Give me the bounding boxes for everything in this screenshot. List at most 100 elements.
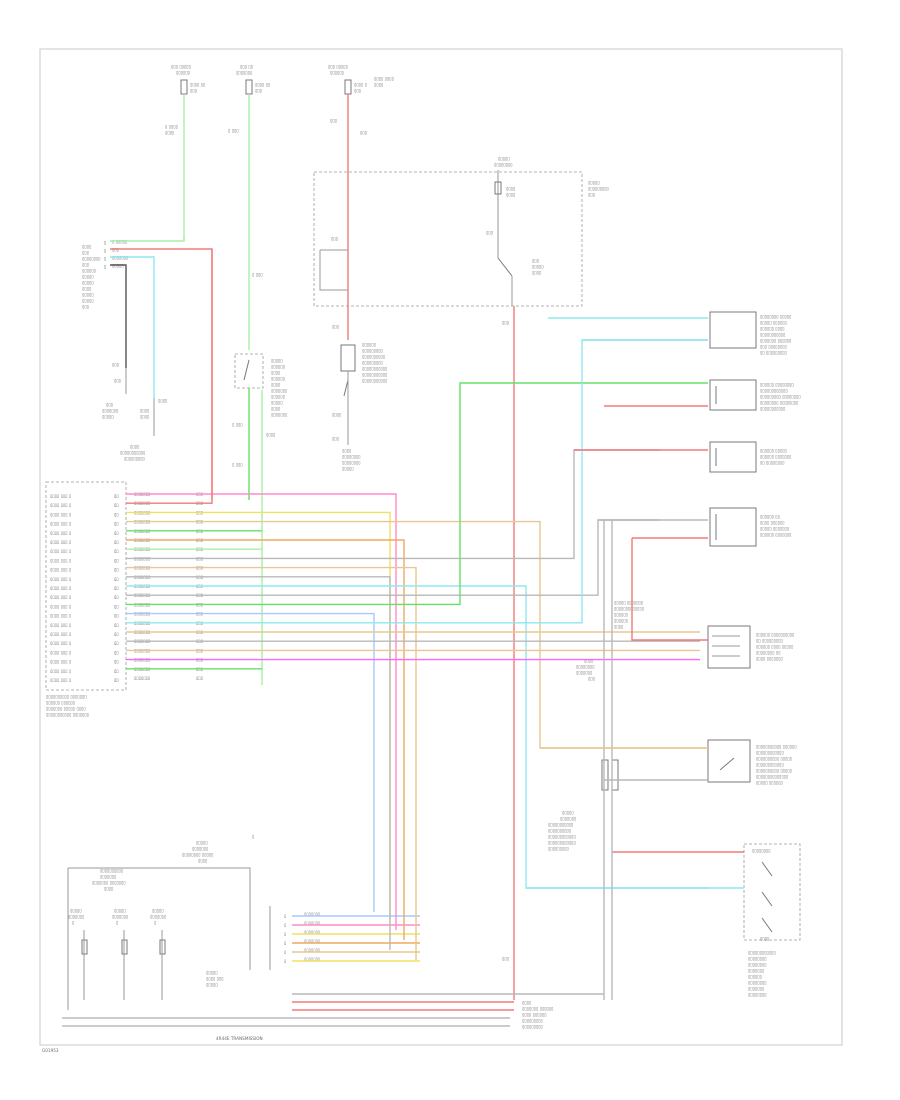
svg-text:▯▯▯▯▯▯▯▯▯▯▯▯: ▯▯▯▯▯▯▯▯▯▯▯▯ (748, 950, 776, 955)
svg-text:▯▯▯▯▯▯▯▯ ▯▯▯▯▯▯▯▯: ▯▯▯▯▯▯▯▯ ▯▯▯▯▯▯▯▯ (760, 400, 798, 405)
pcm-pin-number: ▯▯ (114, 632, 119, 637)
svg-text:▯▯▯▯: ▯▯▯▯ (522, 1000, 531, 1005)
svg-text:▯: ▯ (104, 240, 106, 245)
svg-text:▯▯▯▯▯▯▯: ▯▯▯▯▯▯▯ (102, 408, 118, 413)
svg-text:▯▯▯▯▯▯▯▯▯: ▯▯▯▯▯▯▯▯▯ (522, 1018, 543, 1023)
svg-text:▯▯▯ ▯▯▯▯▯: ▯▯▯ ▯▯▯▯▯ (171, 64, 191, 69)
svg-text:▯▯▯▯: ▯▯▯▯ (584, 658, 593, 663)
pcm-pin-number: ▯▯ (114, 604, 119, 609)
svg-text:▯▯▯▯: ▯▯▯▯ (158, 398, 167, 403)
connector-label: 4R44E TRANSMISSION (216, 1036, 263, 1041)
svg-text:▯▯▯: ▯▯▯ (332, 324, 339, 329)
svg-text:▯ ▯▯▯: ▯ ▯▯▯ (232, 422, 243, 427)
svg-text:▯▯▯▯▯▯: ▯▯▯▯▯▯ (271, 394, 285, 399)
bottom-pin-number: ▯ (284, 959, 286, 964)
pcm-pin-number: ▯▯ (114, 586, 119, 591)
svg-text:▯▯▯▯: ▯▯▯▯ (342, 448, 351, 453)
bottom-pin-wire: ▯▯▯▯▯▯▯ (304, 957, 320, 962)
pcm-wire (126, 539, 405, 940)
pcm-pin-label: ▯▯▯▯ ▯▯▯ ▯ (50, 604, 71, 609)
svg-text:▯▯▯: ▯▯▯ (112, 362, 119, 367)
svg-text:▯▯▯▯▯▯▯▯▯: ▯▯▯▯▯▯▯▯▯ (548, 846, 569, 851)
pcm-pin-number: ▯▯ (114, 521, 119, 526)
svg-text:▯▯▯▯▯▯▯▯▯ ▯▯▯▯▯▯▯▯: ▯▯▯▯▯▯▯▯▯ ▯▯▯▯▯▯▯▯ (760, 394, 801, 399)
pcm-pin-label: ▯▯▯▯ ▯▯▯ ▯ (50, 494, 71, 499)
svg-text:▯▯▯▯ ▯▯▯▯▯▯: ▯▯▯▯ ▯▯▯▯▯▯ (760, 520, 784, 525)
pcm-pin-label: ▯▯▯▯ ▯▯▯ ▯ (50, 632, 71, 637)
svg-text:▯: ▯ (154, 920, 156, 925)
pcm-pin-label: ▯▯▯▯ ▯▯▯ ▯ (50, 567, 71, 572)
pcm-wire (126, 493, 397, 930)
svg-text:▯▯▯▯▯: ▯▯▯▯▯ (206, 982, 218, 987)
svg-text:▯▯▯▯: ▯▯▯▯ (198, 858, 207, 863)
pcm-pin-number: ▯▯ (114, 576, 119, 581)
svg-text:▯▯▯▯ ▯▯: ▯▯▯▯ ▯▯ (190, 82, 205, 87)
pcm-pin-label: ▯▯▯▯ ▯▯▯ ▯ (50, 668, 71, 673)
pcm-pin-label: ▯▯▯▯ ▯▯▯ ▯ (50, 641, 71, 646)
svg-text:▯▯▯▯▯▯▯ ▯▯▯▯▯▯: ▯▯▯▯▯▯▯ ▯▯▯▯▯▯ (760, 338, 791, 343)
pcm-pin-number: ▯▯ (114, 595, 119, 600)
svg-text:▯▯▯▯▯▯ ▯▯▯▯▯: ▯▯▯▯▯▯ ▯▯▯▯▯ (760, 448, 787, 453)
pcm-pin-number: ▯▯ (114, 549, 119, 554)
svg-text:▯▯ ▯▯▯▯▯▯▯▯▯: ▯▯ ▯▯▯▯▯▯▯▯▯ (756, 638, 783, 643)
svg-text:▯▯▯▯▯▯▯▯▯▯▯▯: ▯▯▯▯▯▯▯▯▯▯▯▯ (548, 834, 576, 839)
svg-text:▯▯▯▯▯▯▯▯▯: ▯▯▯▯▯▯▯▯▯ (362, 360, 383, 365)
svg-text:▯▯▯▯▯▯▯▯▯▯▯▯▯: ▯▯▯▯▯▯▯▯▯▯▯▯▯ (614, 606, 644, 611)
pcm-pin-label: ▯▯▯▯ ▯▯▯ ▯ (50, 576, 71, 581)
svg-text:▯▯▯: ▯▯▯ (588, 676, 595, 681)
svg-text:▯▯▯▯▯▯▯▯: ▯▯▯▯▯▯▯▯ (748, 962, 766, 967)
svg-text:▯▯▯▯: ▯▯▯▯ (506, 186, 515, 191)
svg-text:▯▯▯: ▯▯▯ (332, 436, 339, 441)
left-ground-2: ▯▯▯▯ ▯▯▯▯ (140, 408, 149, 419)
svg-text:▯▯▯▯▯▯▯: ▯▯▯▯▯▯▯ (576, 670, 592, 675)
svg-text:▯▯▯▯▯: ▯▯▯▯▯ (114, 908, 126, 913)
pcm-pin-label: ▯▯▯▯ ▯▯▯ ▯ (50, 595, 71, 600)
svg-text:▯▯▯▯▯▯▯▯▯: ▯▯▯▯▯▯▯▯▯ (124, 456, 145, 461)
svg-text:▯▯▯▯▯▯ ▯▯▯▯▯▯▯: ▯▯▯▯▯▯ ▯▯▯▯▯▯▯ (760, 454, 791, 459)
svg-text:▯: ▯ (104, 264, 106, 269)
diagram-frame (39, 48, 843, 1046)
svg-text:▯▯▯▯▯▯▯▯▯▯▯: ▯▯▯▯▯▯▯▯▯▯▯ (362, 366, 387, 371)
svg-text:▯▯▯: ▯▯▯ (330, 118, 337, 123)
svg-text:▯: ▯ (104, 256, 106, 261)
svg-text:▯▯▯▯▯▯▯▯▯▯▯▯: ▯▯▯▯▯▯▯▯▯▯▯▯ (548, 840, 576, 845)
svg-text:▯▯▯▯▯▯▯▯▯▯▯ ▯▯▯▯▯▯▯: ▯▯▯▯▯▯▯▯▯▯▯ ▯▯▯▯▯▯▯ (46, 712, 89, 717)
svg-text:▯▯▯▯▯▯: ▯▯▯▯▯▯ (614, 612, 628, 617)
svg-text:▯▯▯▯▯▯▯▯▯▯ ▯▯▯▯▯: ▯▯▯▯▯▯▯▯▯▯ ▯▯▯▯▯ (756, 756, 792, 761)
svg-text:▯▯▯▯▯▯▯▯▯▯▯▯: ▯▯▯▯▯▯▯▯▯▯▯▯ (756, 750, 784, 755)
pcm-pin-label: ▯▯▯▯ ▯▯▯ ▯ (50, 558, 71, 563)
pcm-pin-label: ▯▯▯▯ ▯▯▯ ▯ (50, 678, 71, 683)
svg-text:▯▯▯▯: ▯▯▯▯ (140, 414, 149, 419)
svg-text:▯▯▯▯▯: ▯▯▯▯▯ (102, 414, 114, 419)
svg-text:▯▯▯▯▯ ▯▯▯▯▯▯: ▯▯▯▯▯ ▯▯▯▯▯▯ (756, 780, 783, 785)
svg-text:▯▯▯▯▯: ▯▯▯▯▯ (562, 810, 574, 815)
svg-text:▯▯▯▯: ▯▯▯▯ (374, 82, 383, 87)
svg-text:▯▯▯▯: ▯▯▯▯ (82, 244, 91, 249)
svg-text:▯▯▯▯▯: ▯▯▯▯▯ (532, 264, 544, 269)
pcm-pin-number: ▯▯ (114, 540, 119, 545)
svg-text:▯▯▯▯: ▯▯▯▯ (130, 444, 139, 449)
svg-text:▯ ▯▯▯: ▯ ▯▯▯ (228, 128, 239, 133)
svg-text:▯▯▯▯▯▯: ▯▯▯▯▯▯ (614, 618, 628, 623)
pcm-wire (126, 576, 391, 950)
bottom-pin-wire: ▯▯▯▯▯▯▯ (304, 939, 320, 944)
pcm-pin-label: ▯▯▯▯ ▯▯▯ ▯ (50, 503, 71, 508)
svg-text:▯▯▯▯▯▯▯▯▯▯: ▯▯▯▯▯▯▯▯▯▯ (362, 354, 385, 359)
svg-text:▯▯▯▯▯▯▯▯ ▯▯: ▯▯▯▯▯▯▯▯ ▯▯ (756, 650, 780, 655)
transmission-range-sensor: ▯▯▯▯▯▯ ▯▯ ▯▯▯▯ ▯▯▯▯▯▯ ▯▯▯▯▯ ▯▯▯▯▯▯▯ ▯▯▯▯… (709, 507, 791, 547)
svg-text:▯▯▯▯▯▯▯: ▯▯▯▯▯▯▯ (748, 986, 764, 991)
svg-text:▯▯▯: ▯▯▯ (331, 236, 338, 241)
svg-text:▯▯▯▯▯▯ ▯▯▯▯: ▯▯▯▯▯▯ ▯▯▯▯ (760, 326, 784, 331)
svg-text:▯▯▯▯: ▯▯▯▯ (271, 382, 280, 387)
transmission-label: ▯▯▯▯▯ ▯▯▯▯▯▯▯ ▯▯▯▯▯▯▯▯ ▯▯▯▯▯ ▯▯▯▯ ▯ (182, 834, 254, 863)
pcm-wire (126, 449, 660, 560)
svg-text:▯▯▯ ▯▯▯▯▯: ▯▯▯ ▯▯▯▯▯ (328, 64, 348, 69)
pcm-pin-label: ▯▯▯▯ ▯▯▯ ▯ (50, 540, 71, 545)
source-hot-at-all-times: ▯▯▯ ▯▯▯▯▯ ▯▯▯▯▯▯ ▯▯▯▯ ▯ ▯▯▯ ▯▯▯▯ ▯▯▯▯ ▯▯… (328, 64, 394, 95)
svg-text:▯▯▯▯▯▯▯: ▯▯▯▯▯▯▯ (748, 968, 764, 973)
pcm-pin-label: ▯▯▯▯ ▯▯▯ ▯ (50, 512, 71, 517)
pcm-pin-number: ▯▯ (114, 678, 119, 683)
pcm-wire (126, 511, 391, 920)
svg-text:▯▯▯▯▯: ▯▯▯▯▯ (82, 280, 94, 285)
svg-text:▯▯▯▯: ▯▯▯▯ (532, 270, 541, 275)
